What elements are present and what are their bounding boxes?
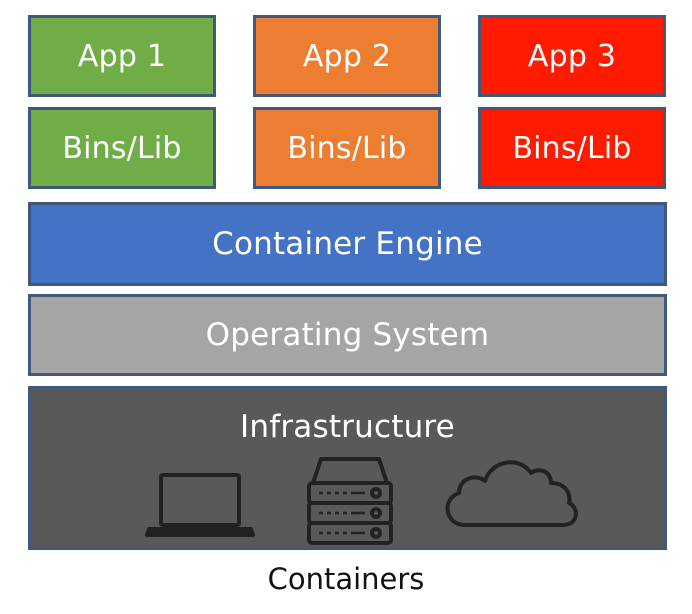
app-3-block: App 3 [478,15,666,97]
bins-lib-1-block: Bins/Lib [28,107,216,189]
laptop-icon [145,473,255,537]
app-2-block: App 2 [253,15,441,97]
infrastructure-label: Infrastructure [240,409,455,445]
operating-system-label: Operating System [205,317,490,353]
container-engine-label: Container Engine [212,226,483,262]
bins-lib-3-block: Bins/Lib [478,107,666,189]
server-icon [307,457,393,545]
bins-lib-2-block: Bins/Lib [253,107,441,189]
diagram-caption: Containers [267,562,425,596]
infrastructure-icons [145,457,578,545]
app-2-label: App 2 [302,38,392,74]
app-1-label: App 1 [77,38,167,74]
operating-system-layer: Operating System [28,294,667,376]
bins-lib-2-label: Bins/Lib [287,130,407,166]
infrastructure-layer: Infrastructure [28,386,667,550]
app-3-label: App 3 [527,38,617,74]
app-1-block: App 1 [28,15,216,97]
bins-lib-1-label: Bins/Lib [62,130,182,166]
bins-lib-3-label: Bins/Lib [512,130,632,166]
cloud-icon [445,460,578,527]
container-engine-layer: Container Engine [28,202,667,286]
